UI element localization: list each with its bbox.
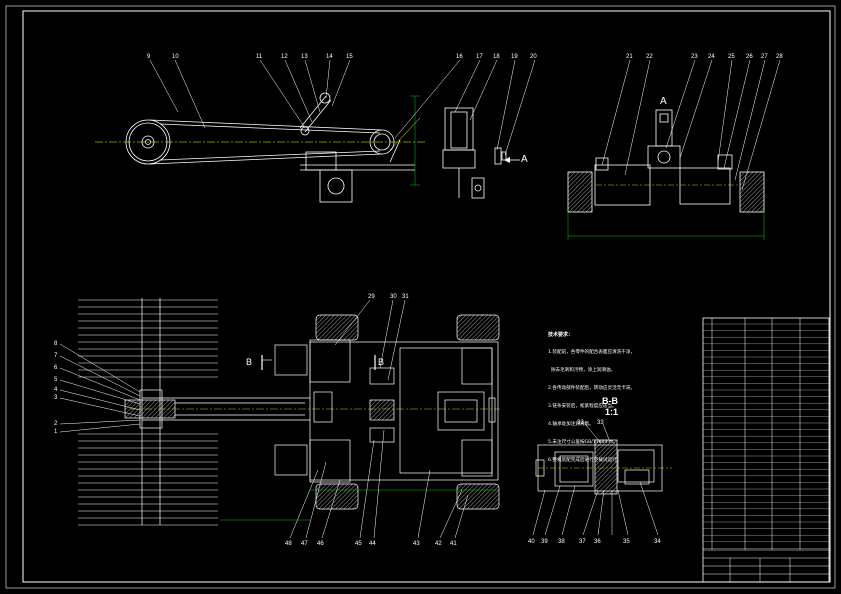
small-pulley (369, 129, 395, 155)
callout-26: 26 (746, 54, 753, 60)
side-view-title: A (660, 96, 667, 107)
plan-view (78, 298, 500, 526)
callout-41: 41 (450, 541, 457, 547)
notes-line-3: 2.各传动部件装配后，转动应灵活无卡滞。 (548, 386, 636, 391)
callout-14: 14 (326, 54, 333, 60)
callout-43: 43 (413, 541, 420, 547)
callout-30: 30 (390, 294, 397, 300)
callout-16: 16 (456, 54, 463, 60)
callout-33: 33 (597, 420, 604, 426)
callout-40: 40 (528, 539, 535, 545)
large-pulley (125, 119, 171, 165)
callout-27: 27 (761, 54, 768, 60)
top-callout-leaders (149, 59, 536, 156)
callout-34: 34 (654, 539, 661, 545)
callout-9: 9 (147, 54, 151, 60)
wheel-right (739, 171, 765, 213)
plan-callout-labels: 29 30 31 8 7 6 5 4 3 2 1 48 47 46 45 44 … (54, 294, 457, 547)
notes-line-2: 除去毛刺和污物，涂上润滑油。 (548, 368, 616, 373)
callout-39: 39 (541, 539, 548, 545)
notes-title: 技术要求： (548, 332, 574, 338)
callout-1: 1 (54, 429, 58, 435)
callout-25: 25 (728, 54, 735, 60)
callout-15: 15 (346, 54, 353, 60)
callout-47: 47 (301, 541, 308, 547)
callout-24: 24 (708, 54, 715, 60)
callout-42: 42 (435, 541, 442, 547)
section-title: B-B (602, 396, 618, 406)
callout-32: 32 (577, 420, 584, 426)
top-view (95, 92, 507, 203)
section-cut-marks: B B (246, 355, 384, 370)
callout-7: 7 (54, 353, 58, 359)
section-callout-labels: 32 33 40 39 38 37 36 35 34 (528, 420, 661, 545)
section-view-bb (535, 439, 672, 495)
callout-12: 12 (281, 54, 288, 60)
plan-callout-leaders (59, 299, 469, 539)
top-callout-labels: 9 10 11 12 13 14 15 16 17 18 19 20 (147, 54, 537, 60)
callout-21: 21 (626, 54, 633, 60)
callout-17: 17 (476, 54, 483, 60)
brush-blades (78, 299, 218, 526)
callout-8: 8 (54, 341, 58, 347)
callout-37: 37 (579, 539, 586, 545)
notes-line-5: 4.轴承处加注润滑脂。 (548, 422, 594, 427)
side-view-a (567, 109, 765, 240)
callout-48: 48 (285, 541, 292, 547)
callout-18: 18 (493, 54, 500, 60)
parts-list (702, 317, 830, 583)
callout-2: 2 (54, 421, 58, 427)
side-callout-leaders (601, 59, 781, 191)
callout-29: 29 (368, 294, 375, 300)
side-callout-labels: 21 22 23 24 25 26 27 28 (626, 54, 783, 60)
outer-border (5, 5, 836, 589)
callout-46: 46 (317, 541, 324, 547)
notes-line-1: 1.装配前，各零件的配合表面应清洗干净， (548, 350, 636, 355)
chassis (309, 341, 499, 481)
callout-23: 23 (691, 54, 698, 60)
callout-5: 5 (54, 377, 58, 383)
callout-10: 10 (172, 54, 179, 60)
view-arrow-a: A (504, 154, 528, 165)
callout-31: 31 (402, 294, 409, 300)
wheel-left (567, 171, 593, 213)
callout-38: 38 (558, 539, 565, 545)
callout-36: 36 (594, 539, 601, 545)
technical-notes: 技术要求： 1.装配前，各零件的配合表面应清洗干净， 除去毛刺和污物，涂上润滑油… (548, 320, 635, 470)
callout-4: 4 (54, 387, 58, 393)
inner-border (22, 10, 831, 583)
notes-line-4: 3.链条安装后，松紧程度应适当。 (548, 404, 617, 409)
callout-3: 3 (54, 395, 58, 401)
callout-19: 19 (511, 54, 518, 60)
section-callout-leaders (532, 423, 659, 536)
parts-list-rows (703, 323, 829, 549)
callout-11: 11 (256, 54, 263, 60)
callout-20: 20 (530, 54, 537, 60)
section-scale: 1:1 (605, 407, 618, 417)
section-cut-left: B (246, 357, 252, 367)
callout-13: 13 (301, 54, 308, 60)
callout-45: 45 (355, 541, 362, 547)
callout-44: 44 (369, 541, 376, 547)
notes-line-6: 5.未注尺寸公差按GB/T1804-m。 (548, 440, 619, 445)
view-a-label: A (521, 154, 528, 165)
notes-line-7: 6.整机装配完成后进行空载试运行。 (548, 458, 622, 463)
callout-6: 6 (54, 365, 58, 371)
callout-22: 22 (646, 54, 653, 60)
callout-35: 35 (623, 539, 630, 545)
callout-28: 28 (776, 54, 783, 60)
